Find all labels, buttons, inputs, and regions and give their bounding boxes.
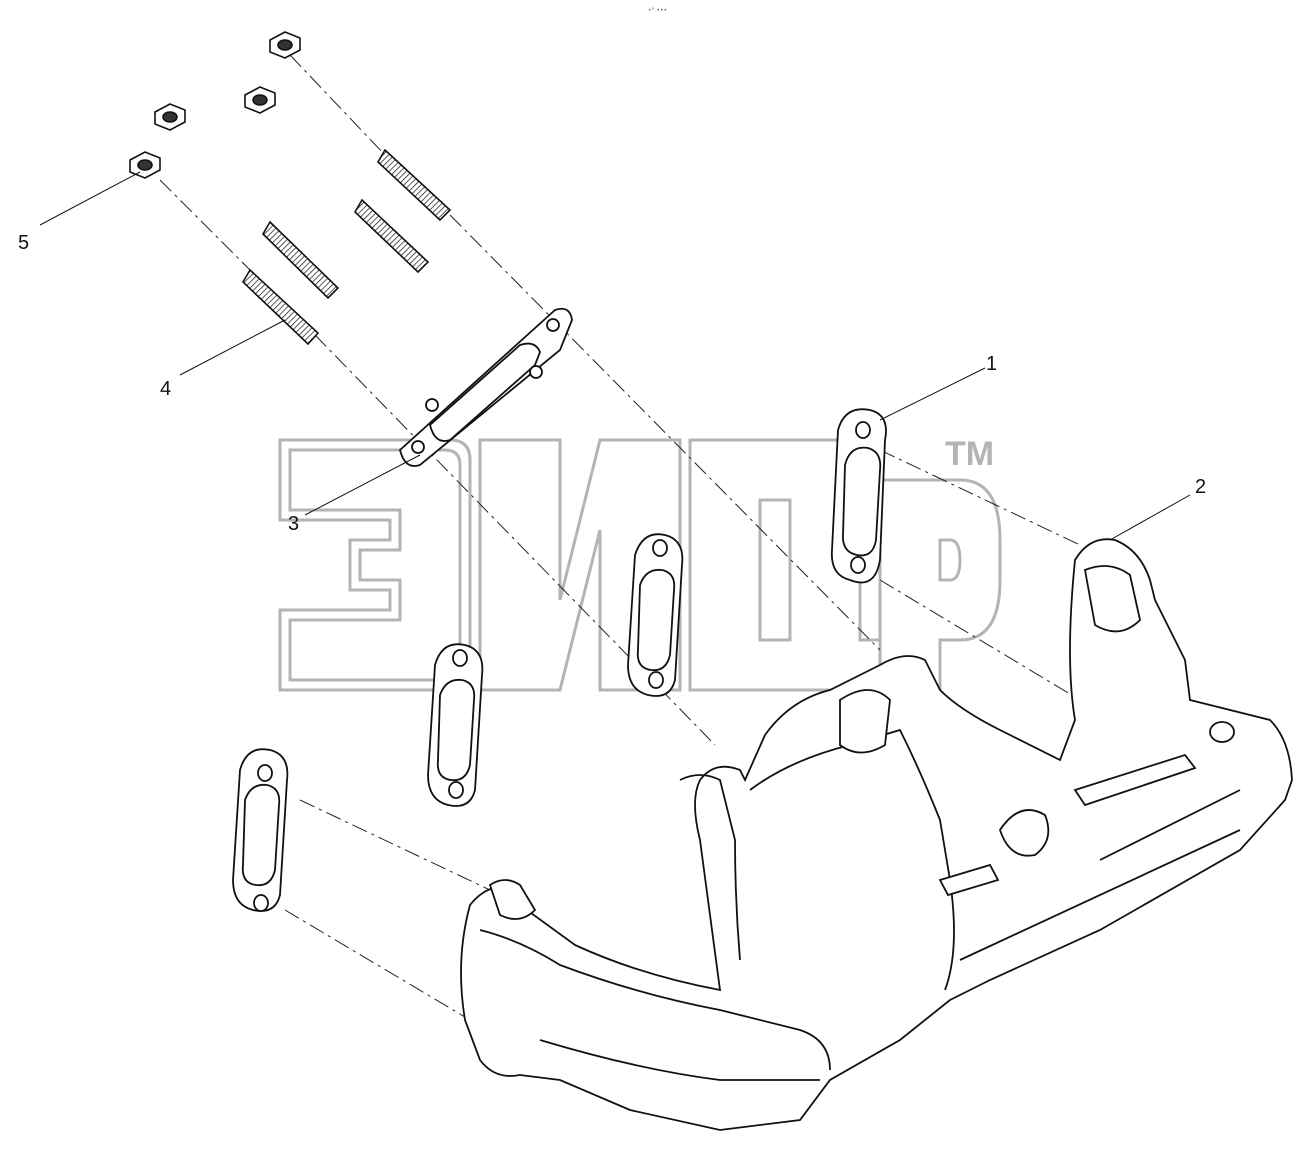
callout-4: 4 [160, 378, 171, 400]
nut-4 [129, 151, 161, 179]
flange-gasket [398, 307, 573, 467]
gasket [232, 408, 887, 912]
nut-3 [154, 103, 186, 131]
stud-2 [353, 198, 430, 274]
callout-3: 3 [288, 513, 299, 535]
exhaust-manifold [460, 538, 1293, 1131]
gasket-mid [627, 533, 684, 697]
stud [241, 148, 452, 346]
callout-1: 1 [986, 353, 997, 375]
nut-1 [269, 31, 301, 59]
nut-2 [244, 86, 276, 114]
gasket-top-right [830, 408, 887, 584]
gasket-left [232, 748, 289, 912]
stud-4 [241, 268, 320, 346]
callout-2: 2 [1195, 476, 1206, 498]
callout-5: 5 [18, 232, 29, 254]
callout-leaders [39, 171, 1191, 541]
top-mark: •° ••• [648, 7, 667, 14]
stud-3 [261, 220, 340, 300]
stud-1 [376, 148, 452, 222]
nut [129, 31, 301, 179]
watermark-trademark: TM [945, 435, 994, 473]
gasket-left-mid [427, 643, 484, 807]
